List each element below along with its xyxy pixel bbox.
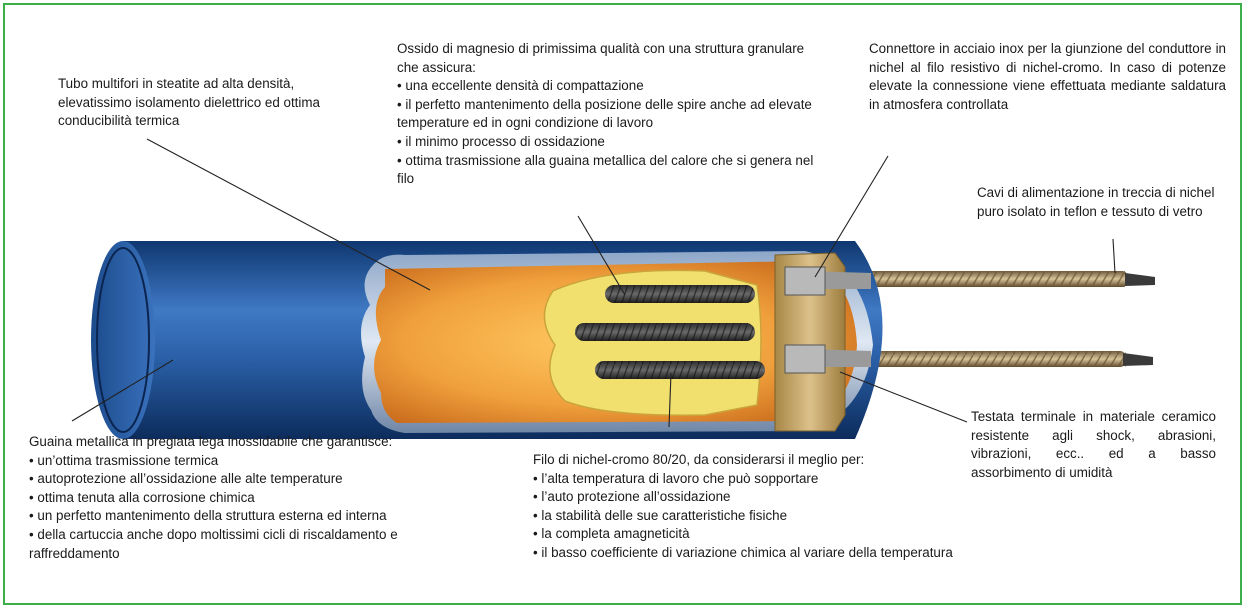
ceramic-head	[774, 252, 871, 432]
list-item: la stabilità delle sue caratteristiche f…	[533, 507, 1043, 526]
label-metal-sheath: Guaina metallica in pregiata lega inossi…	[29, 433, 489, 563]
sheath-intro: Guaina metallica in pregiata lega inossi…	[29, 434, 393, 449]
list-item: ottima trasmissione alla guaina metallic…	[397, 152, 822, 189]
list-item: il basso coefficiente di variazione chim…	[533, 544, 1043, 563]
list-item: una eccellente densità di compattazione	[397, 77, 822, 96]
connector-text: Connettore in acciaio inox per la giunzi…	[869, 41, 1226, 112]
leader-lines	[71, 138, 1116, 428]
steatite-text: Tubo multifori in steatite ad alta densi…	[58, 76, 320, 129]
list-item: autoprotezione all’ossidazione alle alte…	[29, 470, 489, 489]
label-nickel-chrome-wire: Filo di nichel-cromo 80/20, da considera…	[533, 451, 1043, 563]
steel-connector	[784, 266, 826, 296]
list-item: un’ottima trasmissione termica	[29, 452, 489, 471]
list-item: il minimo processo di ossidazione	[397, 133, 822, 152]
list-item: l’alta temperatura di lavoro che può sop…	[533, 470, 1043, 489]
list-item: della cartuccia anche dopo moltissimi ci…	[29, 526, 489, 563]
cables-text: Cavi di alimentazione in treccia di nich…	[977, 185, 1215, 219]
list-item: ottima tenuta alla corrosione chimica	[29, 489, 489, 508]
label-power-cables: Cavi di alimentazione in treccia di nich…	[977, 184, 1227, 221]
label-connector: Connettore in acciaio inox per la giunzi…	[869, 40, 1226, 114]
wire-intro: Filo di nichel-cromo 80/20, da considera…	[533, 452, 865, 467]
steatite-tube	[543, 269, 762, 416]
list-item: la completa amagneticità	[533, 525, 1043, 544]
cartridge-heater-illustration	[71, 138, 1155, 439]
diagram-frame: Tubo multifori in steatite ad alta densi…	[3, 3, 1242, 605]
list-item: l’auto protezione all’ossidazione	[533, 488, 1043, 507]
label-ceramic-head: Testata terminale in materiale ceramico …	[971, 408, 1216, 482]
list-item: il perfetto mantenimento della posizione…	[397, 96, 822, 133]
cutaway-interior	[361, 251, 873, 433]
list-item: un perfetto mantenimento della struttura…	[29, 507, 489, 526]
power-cables	[865, 271, 1155, 367]
oxide-intro: Ossido di magnesio di primissima qualità…	[397, 41, 805, 75]
label-steatite-tube: Tubo multifori in steatite ad alta densi…	[58, 75, 338, 131]
label-magnesium-oxide: Ossido di magnesio di primissima qualità…	[397, 40, 822, 189]
head-text: Testata terminale in materiale ceramico …	[971, 409, 1216, 480]
